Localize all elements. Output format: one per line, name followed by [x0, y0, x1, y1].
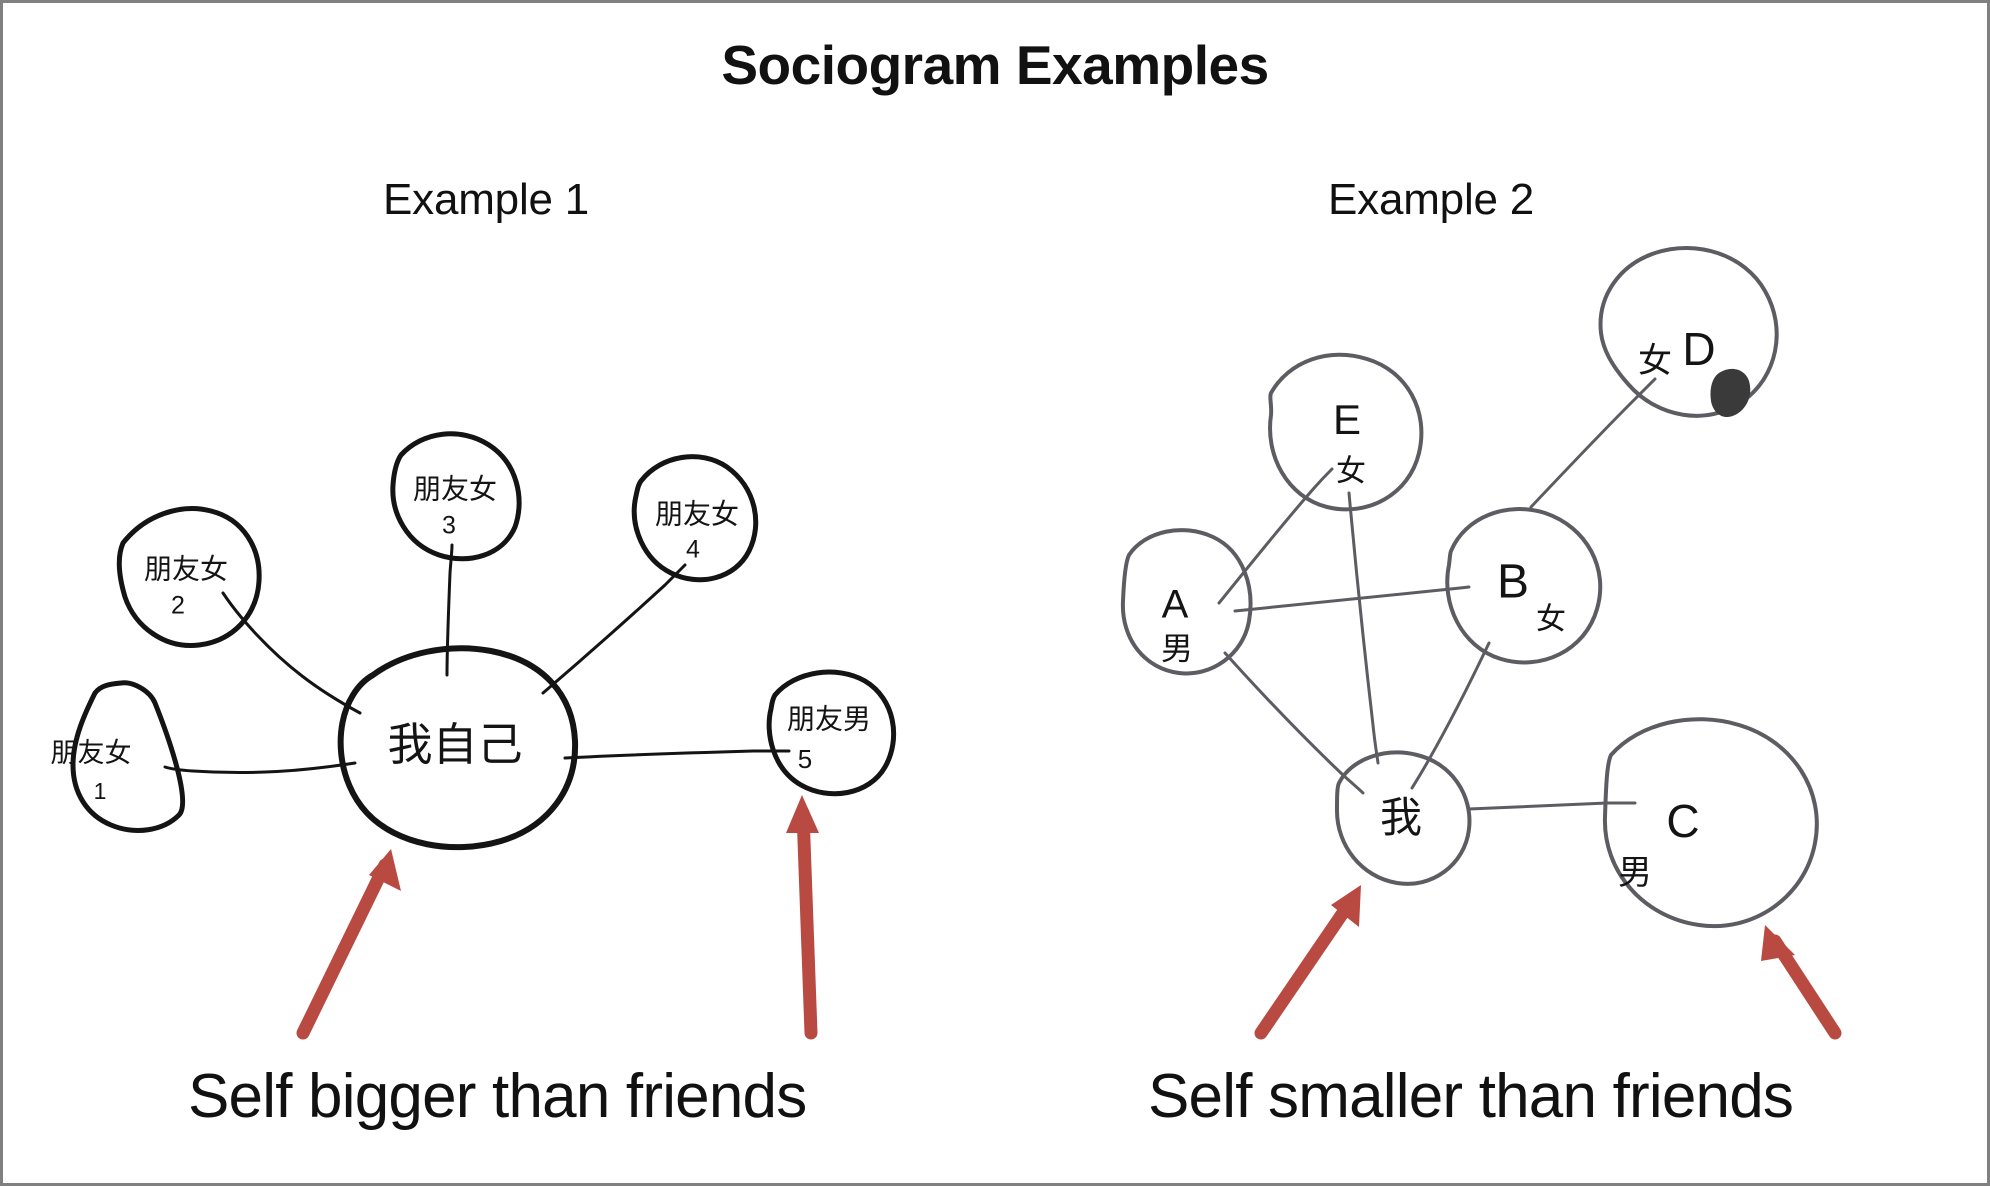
node-C-label: C: [1666, 795, 1699, 847]
example-1-heading: Example 1: [383, 175, 590, 224]
node-A-sub: 男: [1161, 630, 1193, 666]
node-friend-3-number: 3: [442, 512, 456, 540]
node-friend-3-label: 朋友女: [413, 473, 497, 504]
node-self-example-1-label: 我自己: [387, 719, 522, 770]
sociogram-drawing: 朋友女 1 朋友女 2 朋友女 3 朋友女 4 朋友男 5: [51, 245, 1842, 1040]
node-B[interactable]: B 女: [1445, 507, 1603, 665]
example-2-annotation-arrows: [1254, 885, 1842, 1040]
node-friend-3[interactable]: 朋友女 3: [390, 431, 522, 562]
edge-self-to-C: [1467, 801, 1637, 811]
annotation-arrow-self-1: [296, 849, 401, 1040]
edge-A-to-self: [1223, 651, 1365, 795]
page-title: Sociogram Examples: [721, 34, 1269, 96]
node-A-label: A: [1162, 583, 1189, 627]
node-friend-5-label: 朋友男: [787, 703, 871, 734]
edge-self-to-friend5: [563, 749, 791, 760]
node-friend-4-label: 朋友女: [655, 498, 739, 529]
node-friend-4-number: 4: [686, 536, 700, 564]
node-A[interactable]: A 男: [1120, 528, 1253, 676]
example-1-edges: [163, 543, 791, 775]
annotation-arrow-friend5: [786, 795, 819, 1040]
node-E-label: E: [1333, 396, 1361, 443]
example-2-heading: Example 2: [1328, 175, 1535, 224]
node-C[interactable]: C 男: [1602, 717, 1819, 929]
node-friend-1-label: 朋友女: [51, 738, 132, 768]
node-friend-5-number: 5: [798, 744, 812, 774]
example-2-edges: [1217, 377, 1657, 811]
node-D-sub: 女: [1638, 342, 1672, 380]
edge-A-to-B: [1233, 585, 1471, 613]
example-1-annotation-arrows: [296, 795, 819, 1040]
node-self-example-1[interactable]: 我自己: [337, 645, 579, 851]
node-D-label: D: [1682, 323, 1715, 375]
node-friend-5[interactable]: 朋友男 5: [766, 669, 897, 797]
node-friend-1-number: 1: [94, 778, 107, 804]
edge-B-to-self: [1410, 641, 1491, 790]
edge-self-to-friend3: [445, 543, 454, 677]
annotation-arrow-C: [1761, 925, 1842, 1040]
node-E[interactable]: E 女: [1268, 352, 1424, 512]
node-D[interactable]: 女 D: [1598, 245, 1779, 418]
node-friend-4[interactable]: 朋友女 4: [631, 454, 759, 583]
node-friend-1[interactable]: 朋友女 1: [51, 680, 186, 833]
caption-example-2: Self smaller than friends: [1148, 1062, 1794, 1131]
edge-self-to-friend1: [163, 761, 357, 775]
edge-self-to-friend2: [221, 591, 362, 715]
node-B-label: B: [1497, 556, 1529, 609]
caption-example-1: Self bigger than friends: [188, 1062, 807, 1131]
node-friend-2[interactable]: 朋友女 2: [116, 506, 262, 648]
annotation-arrow-self-2: [1254, 885, 1361, 1040]
node-friend-2-number: 2: [171, 592, 185, 620]
edge-E-to-self: [1347, 491, 1380, 765]
node-B-sub: 女: [1536, 603, 1566, 636]
edge-A-to-E: [1217, 467, 1334, 605]
edge-self-to-friend4: [541, 563, 687, 695]
node-self-example-2-label: 我: [1380, 794, 1422, 841]
node-C-sub: 男: [1618, 854, 1652, 892]
ink-blot: [1710, 368, 1751, 418]
node-E-sub: 女: [1336, 455, 1366, 488]
node-friend-2-label: 朋友女: [144, 553, 228, 584]
node-self-example-2[interactable]: 我: [1335, 750, 1472, 886]
edge-B-to-D: [1529, 377, 1657, 509]
